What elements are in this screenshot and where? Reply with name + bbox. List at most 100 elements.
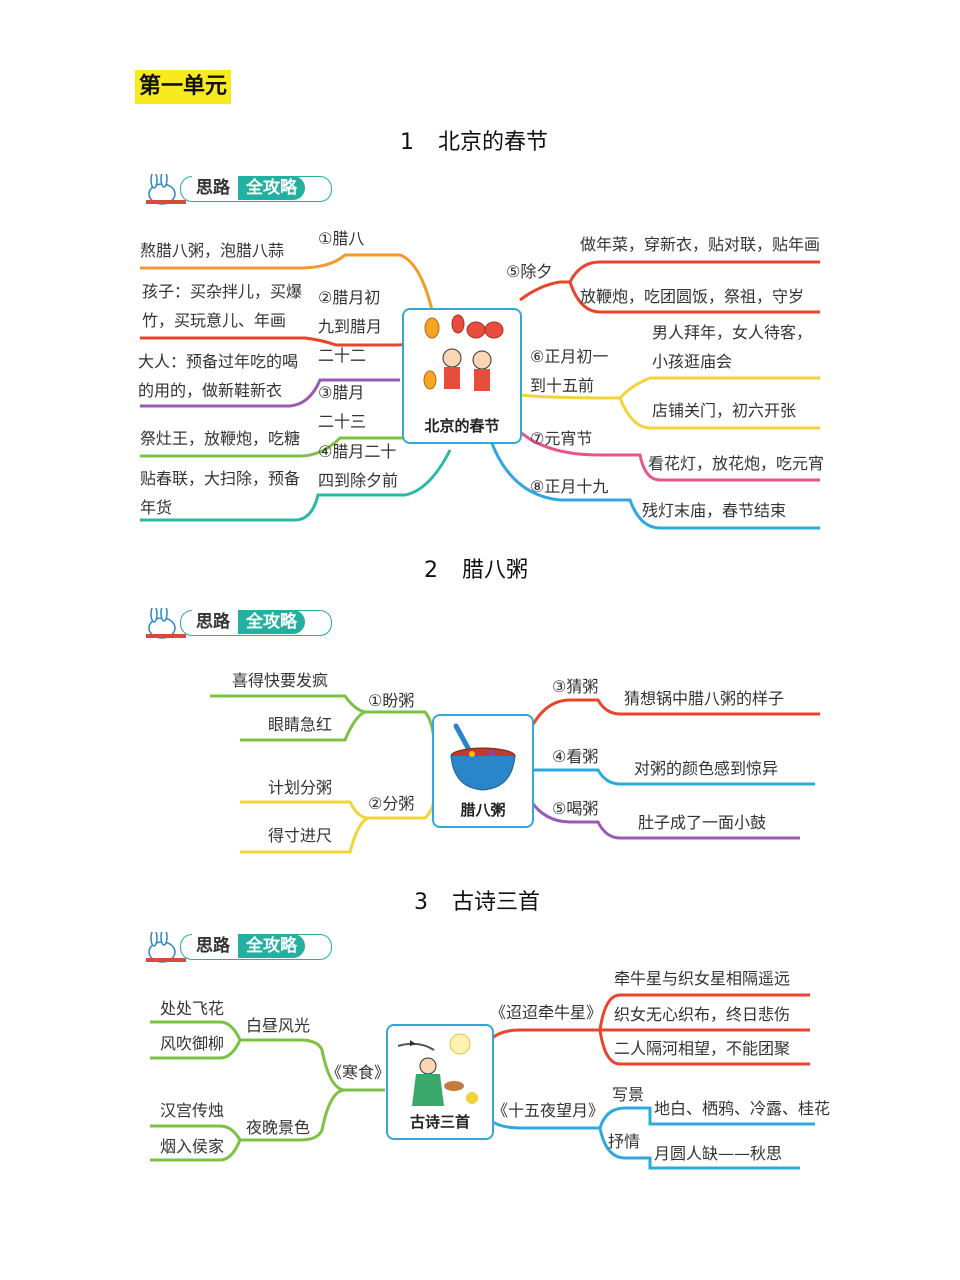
detail-tiechunlian: 贴春联，大扫除，预备 年货 xyxy=(140,464,300,522)
branch-line-panzhou-2 xyxy=(240,710,366,742)
lesson-1-title: 北京的春节 xyxy=(438,130,549,155)
badge-1-highlight: 全攻略 xyxy=(238,176,305,200)
branch-kanzhou: ④看粥 xyxy=(552,747,599,766)
detail-children: 孩子：买杂拌儿，买爆 竹，买玩意儿、年画 xyxy=(142,277,302,335)
badge-2-highlight: 全攻略 xyxy=(238,610,305,634)
detail-jizaowang: 祭灶王，放鞭炮，吃糖 xyxy=(140,429,301,448)
detail-yanru-houjia: 烟入侯家 xyxy=(160,1137,225,1156)
detail-children-line-2: 竹，买玩意儿、年画 xyxy=(142,311,287,330)
branch-layue-24: ④腊月二十 四到除夕前 xyxy=(318,437,398,495)
unit-title: 第一单元 xyxy=(135,70,232,104)
detail-chuxi-1: 做年菜，穿新衣，贴对联，贴年画 xyxy=(580,235,821,254)
branch-layue-24-line-1: ④腊月二十 xyxy=(318,442,397,461)
badge-3: 思路 全攻略 xyxy=(140,932,340,963)
poem-hanshi: 《寒食》 xyxy=(326,1063,391,1082)
poem-shiwu: 《十五夜望月》 xyxy=(492,1101,605,1120)
branch-line-zhengyue-2 xyxy=(618,397,820,430)
branch-layue-23: ③腊月 二十三 xyxy=(318,378,366,436)
branch-zhengyue-chuyi-line-1: ⑥正月初一 xyxy=(530,347,609,366)
lesson-3-center-node: 古诗三首 xyxy=(386,1024,494,1140)
detail-kanzhou: 对粥的颜色感到惊异 xyxy=(634,759,779,778)
branch-line-fenzhou-2 xyxy=(240,816,369,854)
branch-panzhou: ①盼粥 xyxy=(368,691,415,710)
branch-shuqing: 抒情 xyxy=(608,1132,641,1151)
badge-1: 思路 全攻略 xyxy=(140,174,340,205)
branch-zhengyue-19: ⑧正月十九 xyxy=(530,477,609,496)
branch-line-yuanxiao xyxy=(516,428,820,482)
badge-3-text: 思路 xyxy=(192,934,240,958)
lesson-3-center-label: 古诗三首 xyxy=(409,1113,470,1131)
detail-fenzhou-2: 得寸进尺 xyxy=(268,826,333,845)
detail-tiaotiao-1: 牵牛星与织女星相隔遥远 xyxy=(614,969,791,988)
poet-moon-icon xyxy=(397,1033,478,1106)
branch-chuxi: ⑤除夕 xyxy=(506,262,553,281)
detail-fengchui-yuliu: 风吹御柳 xyxy=(160,1034,225,1053)
branch-line-tiechunlian xyxy=(140,449,452,522)
branch-line-hanshi-baizhou-1 xyxy=(150,1020,385,1092)
branch-yewan: 夜晚景色 xyxy=(246,1118,311,1137)
branch-layue-chujiu-line-1: ②腊月初 xyxy=(318,288,381,307)
lesson-2-center-node: 腊八粥 xyxy=(432,714,534,828)
branch-zhengyue-chuyi-line-2: 到十五前 xyxy=(530,376,595,395)
lesson-1-number: 1 xyxy=(400,130,414,155)
lesson-2-title: 腊八粥 xyxy=(462,558,529,583)
branch-line-hanshi-baizhou-2 xyxy=(150,1039,242,1060)
branch-laba: ①腊八 xyxy=(318,229,365,248)
branch-line-chuxi-2 xyxy=(568,281,820,314)
lesson-2-heading: 2 腊八粥 xyxy=(424,552,528,584)
branch-zhengyue-chuyi: ⑥正月初一 到十五前 xyxy=(530,342,608,400)
branch-line-tiaotiao-3 xyxy=(598,1029,810,1066)
rabbit-reading-icon xyxy=(146,608,186,639)
detail-bainian-line-1: 男人拜年，女人待客， xyxy=(652,323,813,342)
detail-shuqing: 月圆人缺——秋思 xyxy=(654,1144,783,1163)
detail-bainian: 男人拜年，女人待客， 小孩逛庙会 xyxy=(652,318,812,376)
branch-layue-24-line-2: 四到除夕前 xyxy=(318,471,399,490)
branch-layue-23-line-1: ③腊月 xyxy=(318,383,365,402)
detail-tiechunlian-line-2: 年货 xyxy=(140,498,173,517)
lesson-1-center-node: 北京的春节 xyxy=(402,308,522,444)
detail-zhengyue-19: 残灯末庙，春节结束 xyxy=(642,501,787,520)
detail-panzhou-1: 喜得快要发疯 xyxy=(232,671,329,690)
lesson-2-center-label: 腊八粥 xyxy=(460,801,506,819)
badge-3-highlight: 全攻略 xyxy=(238,934,305,958)
detail-chuxi-2: 放鞭炮，吃团圆饭，祭祖，守岁 xyxy=(580,287,805,306)
branch-fenzhou: ②分粥 xyxy=(368,794,415,813)
branch-layue-chujiu-line-2: 九到腊月 xyxy=(318,317,383,336)
branch-layue-chujiu: ②腊月初 九到腊月 二十二 xyxy=(318,283,382,370)
branch-layue-23-line-2: 二十三 xyxy=(318,412,367,431)
branch-line-hezhou xyxy=(528,799,800,840)
branch-hezhou: ⑤喝粥 xyxy=(552,799,599,818)
lesson-1-heading: 1 北京的春节 xyxy=(400,124,548,156)
detail-fenzhou-1: 计划分粥 xyxy=(268,778,333,797)
porridge-bowl-icon xyxy=(450,723,516,791)
detail-adults: 大人：预备过年吃的喝 的用的，做新鞋新衣 xyxy=(138,347,298,405)
branch-line-hanshi-yewan-1 xyxy=(150,1088,346,1142)
detail-chuchu-feihua: 处处飞花 xyxy=(160,999,225,1018)
detail-xiejing: 地白、栖鸦、冷露、桂花 xyxy=(654,1099,831,1118)
branch-line-shiwu-xiejing xyxy=(489,1106,815,1130)
detail-tiaotiao-2: 织女无心织布，终日悲伤 xyxy=(614,1005,791,1024)
branch-line-hanshi-yewan-2 xyxy=(150,1139,242,1162)
branch-line-kanzhou xyxy=(530,768,815,786)
lesson-1-center-label: 北京的春节 xyxy=(424,417,500,435)
badge-1-text: 思路 xyxy=(192,176,240,200)
detail-bainian-line-2: 小孩逛庙会 xyxy=(652,352,733,371)
poem-tiaotiao: 《迢迢牵牛星》 xyxy=(490,1003,603,1022)
branch-caizhou: ③猜粥 xyxy=(552,677,599,696)
detail-hangong-chuanzhu: 汉宫传烛 xyxy=(160,1101,225,1120)
detail-adults-line-2: 的用的，做新鞋新衣 xyxy=(138,381,283,400)
branch-line-zhengyue-1 xyxy=(521,376,820,400)
branch-yuanxiao: ⑦元宵节 xyxy=(530,429,593,448)
badge-2-text: 思路 xyxy=(192,610,240,634)
detail-hezhou: 肚子成了一面小鼓 xyxy=(638,813,767,832)
lesson-3-title: 古诗三首 xyxy=(452,890,541,915)
branch-line-laba xyxy=(140,253,434,311)
lesson-2-number: 2 xyxy=(424,558,438,583)
branch-line-layue-23 xyxy=(140,378,400,408)
detail-tiechunlian-line-1: 贴春联，大扫除，预备 xyxy=(140,469,301,488)
branch-line-zhengyue-19 xyxy=(488,437,820,530)
